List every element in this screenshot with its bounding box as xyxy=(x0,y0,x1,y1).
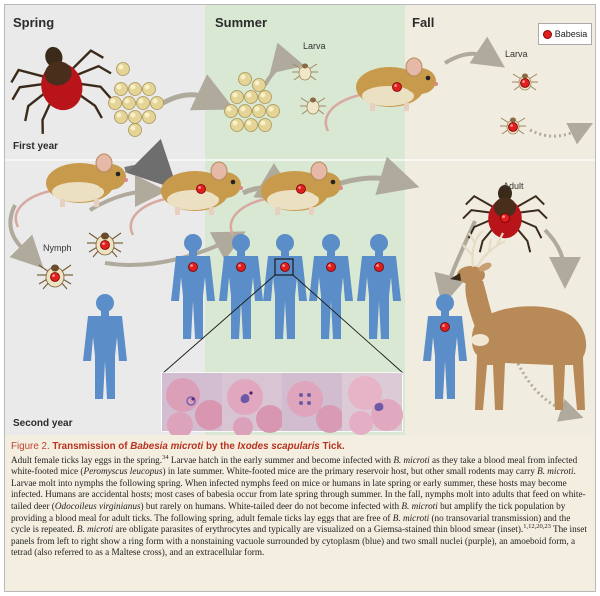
larva-label-fall: Larva xyxy=(505,49,528,59)
caption-text-run: Larvae hatch in the early summer and bec… xyxy=(168,454,394,465)
larva-label-summer: Larva xyxy=(303,41,326,51)
season-label-summer: Summer xyxy=(215,15,268,30)
season-label-spring: Spring xyxy=(13,15,55,30)
caption-text-run: Odocoileus virginianus xyxy=(54,500,141,511)
season-label-fall: Fall xyxy=(412,15,435,30)
caption-text-run: B. microti xyxy=(393,454,430,465)
blood-smear-inset xyxy=(161,372,403,435)
figure-frame: Spring Summer Fall First year Second yea… xyxy=(4,4,596,592)
caption-text-run: B. microti xyxy=(537,466,574,477)
figure-caption: Figure 2. Transmission of Babesia microt… xyxy=(5,435,595,591)
egg-cluster-spring xyxy=(108,62,164,137)
white-tailed-deer xyxy=(450,230,587,410)
figure-number: Figure 2. xyxy=(11,441,50,452)
caption-text-run: ) but rarely on humans. White-tailed dee… xyxy=(140,500,402,511)
caption-text-run: . Larvae molt into nymphs the following … xyxy=(11,466,586,511)
spring-column xyxy=(5,5,205,435)
caption-text-run: ) in late summer. White-footed mice are … xyxy=(162,466,538,477)
caption-text-run: as they take a blood meal from infected … xyxy=(11,454,578,477)
caption-text-run: B. microti xyxy=(401,500,438,511)
caption-text-run: are obligate parasites of erythrocytes a… xyxy=(113,524,524,535)
caption-text-run: 34 xyxy=(162,453,169,461)
caption-title: Figure 2. Transmission of Babesia microt… xyxy=(11,441,345,452)
legend-label: Babesia xyxy=(554,29,588,39)
adult-label: Adult xyxy=(503,181,524,191)
first-year-label: First year xyxy=(13,141,59,152)
caption-text-run: B. microti xyxy=(76,524,114,535)
babesia-legend: Babesia xyxy=(538,23,592,45)
caption-text-run: Adult female ticks lay eggs in the sprin… xyxy=(11,454,163,465)
nymph-label: Nymph xyxy=(43,243,72,253)
caption-body: Adult female ticks lay eggs in the sprin… xyxy=(11,453,588,559)
babesia-dot-icon xyxy=(542,29,552,39)
transmission-diagram: Spring Summer Fall First year Second yea… xyxy=(5,5,595,435)
caption-text-run: The inset panels from left to right show… xyxy=(11,524,587,558)
caption-text-run: (no transovarial transmission) and the c… xyxy=(11,512,571,535)
second-year-label: Second year xyxy=(13,418,73,429)
caption-text-run: but amplify the tick population by provi… xyxy=(11,500,566,523)
diagram-illustration xyxy=(5,32,595,435)
caption-text-run: 1,12,20,23 xyxy=(523,523,551,531)
caption-text-run: Peromyscus leucopus xyxy=(83,466,163,477)
caption-text-run: B. microti xyxy=(392,512,430,523)
